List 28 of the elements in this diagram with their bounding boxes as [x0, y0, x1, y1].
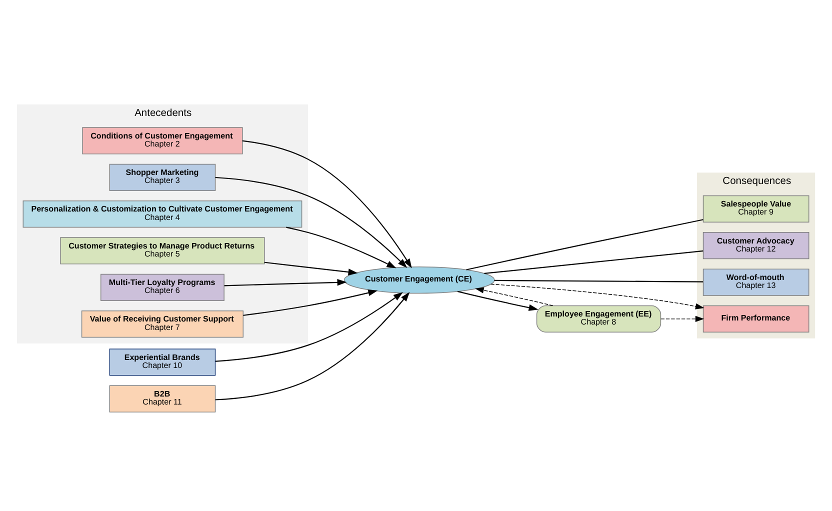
arrow	[475, 287, 554, 306]
node-box: Salespeople Value Chapter 9	[702, 195, 810, 222]
node-box: Multi-Tier Loyalty Programs Chapter 6	[100, 274, 224, 301]
arrow	[242, 140, 412, 268]
connector	[466, 219, 704, 270]
node-box: Customer Advocacy Chapter 12	[702, 232, 810, 260]
connector	[494, 280, 704, 282]
connector	[484, 250, 704, 274]
arrow	[243, 290, 378, 316]
arrow	[660, 316, 704, 322]
node-box: Employee Engagement (EE) Chapter 8	[536, 305, 662, 332]
arrow	[215, 176, 408, 268]
node-box: Personalization & Customization to Cultivate Customer Engagement Chapter 4	[22, 200, 302, 228]
arrow	[457, 290, 538, 311]
node-box: Value of Receiving Customer Support Chapter 7	[81, 310, 244, 338]
node-box: Firm Performance	[702, 305, 810, 332]
arrow	[215, 292, 410, 400]
arrow	[224, 279, 347, 286]
node-box: Customer Strategies to Manage Product Returns Chapter 5	[60, 237, 265, 264]
arrow	[215, 292, 403, 362]
arrow	[490, 284, 704, 310]
node-box: B2B Chapter 11	[109, 385, 216, 412]
node-box: Conditions of Customer Engagement Chapter 2	[82, 127, 243, 154]
arrow	[264, 262, 358, 276]
node-box: Shopper Marketing Chapter 3	[109, 164, 216, 191]
node-box: Word-of-mouth Chapter 13	[702, 268, 810, 296]
arrow	[286, 226, 396, 268]
node-box: Experiential Brands Chapter 10	[109, 348, 216, 376]
